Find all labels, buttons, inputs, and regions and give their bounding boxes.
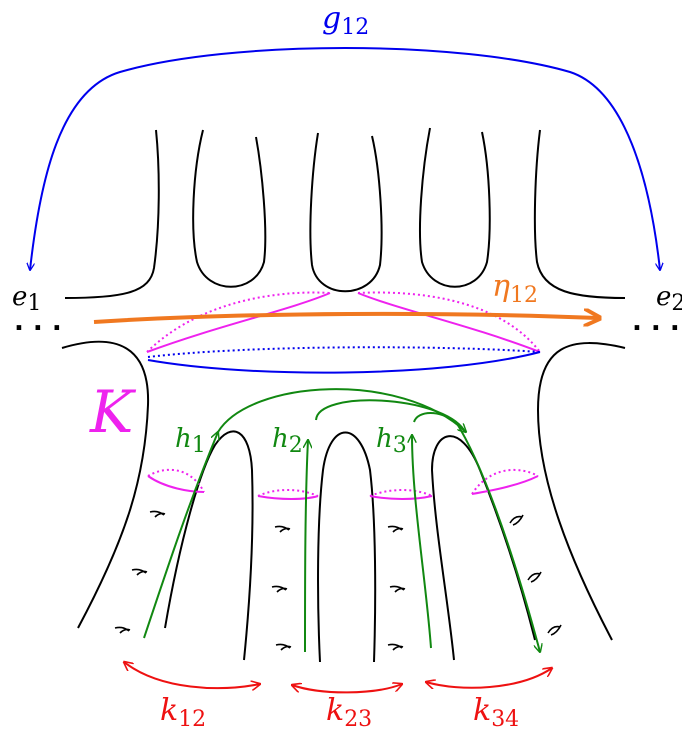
g12-label: g12 xyxy=(322,1,369,40)
k-arrows xyxy=(124,662,552,694)
h1-label: h1 xyxy=(175,424,206,458)
h3-label: h3 xyxy=(376,424,407,458)
h2-label: h2 xyxy=(272,424,303,458)
genus-marks xyxy=(114,510,562,651)
bottom-surface xyxy=(61,340,626,663)
dots-right: . . . xyxy=(632,307,680,337)
blue-band-dotted xyxy=(147,346,541,358)
k-curves-dotted xyxy=(146,291,541,497)
eta12-arrow xyxy=(93,314,598,322)
blue-band xyxy=(147,351,541,374)
e2-label: e2 xyxy=(656,282,682,316)
e1-label: e1 xyxy=(12,282,41,316)
g12-arrow xyxy=(30,47,660,270)
top-surface xyxy=(64,127,626,299)
dots-left: . . . xyxy=(14,307,62,337)
k-curves xyxy=(146,292,541,500)
handle-arcs xyxy=(143,388,540,652)
k34-label: k34 xyxy=(473,693,519,732)
eta12-label: η12 xyxy=(492,269,538,308)
K-label: K xyxy=(89,378,137,446)
k12-label: k12 xyxy=(160,693,206,732)
k23-label: k23 xyxy=(326,693,372,732)
